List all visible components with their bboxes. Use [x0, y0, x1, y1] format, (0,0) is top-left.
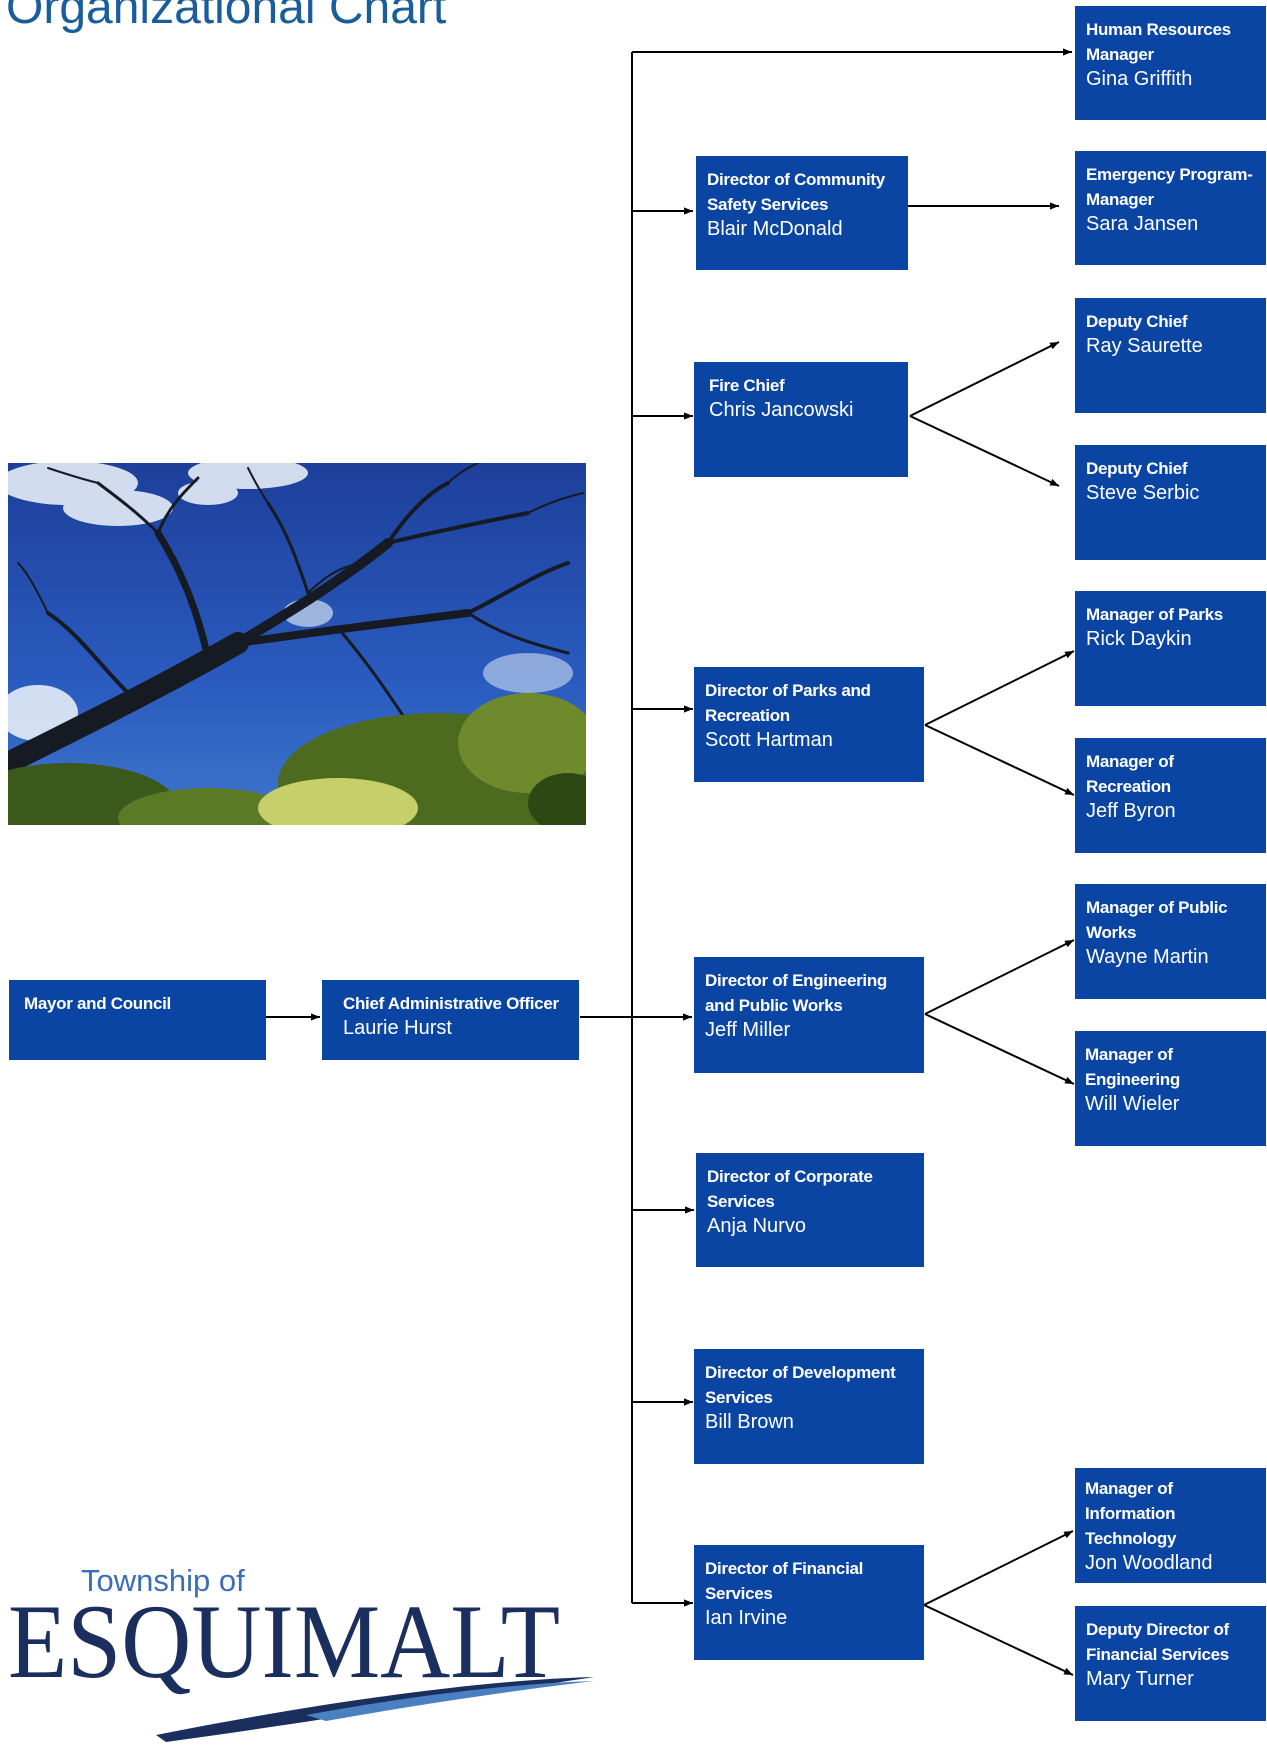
person-name: Jon Woodland	[1085, 1552, 1213, 1574]
box-director-parks-recreation: Director of Parks and Recreation Scott H…	[694, 667, 924, 782]
box-fire-chief: Fire Chief Chris Jancowski	[694, 362, 908, 477]
box-mayor-and-council: Mayor and Council	[9, 980, 266, 1060]
role-label: Director of Community Safety Services	[707, 170, 885, 214]
person-name: Gina Griffith	[1086, 68, 1193, 90]
person-name: Mary Turner	[1086, 1668, 1194, 1690]
role-label: Director of Development Services	[705, 1363, 896, 1407]
person-name: Steve Serbic	[1086, 482, 1200, 504]
box-manager-information-technology: Manager of Information Technology Jon Wo…	[1075, 1468, 1266, 1583]
box-manager-of-parks: Manager of Parks Rick Daykin	[1075, 591, 1266, 706]
person-name: Jeff Byron	[1086, 800, 1176, 822]
arrow-deputy-1	[909, 341, 1060, 417]
box-chief-administrative-officer: Chief Administrative Officer Laurie Hurs…	[322, 980, 579, 1060]
role-label: Director of Financial Services	[705, 1559, 864, 1603]
role-label: Deputy Chief	[1086, 312, 1188, 331]
arrow-mgr-engineering	[924, 1013, 1075, 1085]
person-name: Ian Irvine	[705, 1607, 788, 1629]
role-label: Manager of Public Works	[1086, 898, 1228, 942]
person-name: Jeff Miller	[705, 1019, 791, 1041]
person-name: Scott Hartman	[705, 729, 833, 751]
person-name: Bill Brown	[705, 1411, 794, 1433]
role-label: Mayor and Council	[24, 994, 171, 1013]
person-name: Sara Jansen	[1086, 213, 1199, 235]
role-label: Manager of Information Technology	[1085, 1479, 1177, 1548]
role-label: Director of Parks and Recreation	[705, 681, 871, 725]
arrow-mgr-it	[923, 1530, 1074, 1606]
clouds	[8, 463, 573, 741]
person-name: Rick Daykin	[1086, 628, 1192, 650]
box-director-engineering-public-works: Director of Engineering and Public Works…	[694, 957, 924, 1073]
tree-photo	[8, 463, 586, 825]
logo-line1: Township of	[81, 1563, 245, 1598]
role-label: Manager of Parks	[1086, 605, 1223, 624]
person-name: Wayne Martin	[1086, 946, 1209, 968]
logo-line2: ESQUIMALT	[8, 1583, 560, 1700]
person-name: Chris Jancowski	[709, 399, 854, 421]
role-label: Emergency Program-Manager	[1086, 165, 1253, 209]
person-name: Will Wieler	[1085, 1093, 1180, 1115]
box-director-development-services: Director of Development Services Bill Br…	[694, 1349, 924, 1464]
box-manager-of-engineering: Manager of Engineering Will Wieler	[1075, 1031, 1266, 1146]
logo-wave-light	[306, 1681, 594, 1721]
box-human-resources-manager: Human Resources Manager Gina Griffith	[1075, 6, 1266, 120]
person-name: Laurie Hurst	[343, 1017, 452, 1039]
box-director-community-safety: Director of Community Safety Services Bl…	[696, 156, 908, 270]
role-label: Human Resources Manager	[1086, 20, 1231, 64]
box-deputy-chief-2: Deputy Chief Steve Serbic	[1075, 445, 1266, 560]
box-deputy-director-financial-services: Deputy Director of Financial Services Ma…	[1075, 1606, 1266, 1721]
role-label: Manager of Engineering	[1085, 1045, 1180, 1089]
role-label: Chief Administrative Officer	[343, 994, 559, 1013]
role-label: Director of Corporate Services	[707, 1167, 873, 1211]
arrow-mgr-parks	[924, 650, 1075, 726]
role-label: Fire Chief	[709, 376, 785, 395]
township-logo: Township of ESQUIMALT	[6, 1555, 596, 1747]
box-manager-of-public-works: Manager of Public Works Wayne Martin	[1075, 884, 1266, 999]
person-name: Blair McDonald	[707, 218, 843, 240]
role-label: Deputy Chief	[1086, 459, 1188, 478]
box-director-financial-services: Director of Financial Services Ian Irvin…	[694, 1545, 924, 1660]
role-label: Manager of Recreation	[1086, 752, 1174, 796]
arrow-mgr-rec	[924, 724, 1075, 796]
box-manager-of-recreation: Manager of Recreation Jeff Byron	[1075, 738, 1266, 853]
role-label: Director of Engineering and Public Works	[705, 971, 888, 1015]
arrow-mgr-public-works	[924, 939, 1075, 1015]
box-emergency-program-manager: Emergency Program-Manager Sara Jansen	[1075, 151, 1266, 265]
box-deputy-chief-1: Deputy Chief Ray Saurette	[1075, 298, 1266, 413]
arrow-deputy-finance	[923, 1604, 1074, 1676]
person-name: Anja Nurvo	[707, 1215, 806, 1237]
role-label: Deputy Director of Financial Services	[1086, 1620, 1229, 1664]
arrow-deputy-2	[909, 415, 1060, 487]
person-name: Ray Saurette	[1086, 335, 1203, 357]
tree-branches	[8, 463, 584, 774]
box-director-corporate-services: Director of Corporate Services Anja Nurv…	[696, 1153, 924, 1267]
foliage	[8, 693, 586, 825]
page-title: Organizational Chart	[6, 0, 447, 34]
